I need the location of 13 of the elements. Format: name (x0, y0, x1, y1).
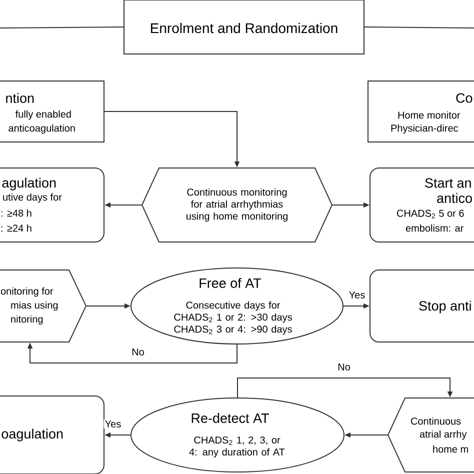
rounded-box: agulation utive days for : ≥48 h : ≥24 h (0, 168, 104, 242)
process-box: Enrolment and Randomization (124, 0, 364, 54)
edge-label: Yes (348, 290, 366, 300)
rounded-box: Stop anti (370, 270, 474, 342)
rounded-box: Start an antico CHADS$_{2}$ 5 or 6 embolism: ar (370, 168, 474, 242)
edge-label: No (336, 362, 352, 372)
edge-label: No (130, 348, 146, 356)
edge-label: Yes (104, 420, 122, 428)
rounded-box: oagulation (0, 396, 104, 474)
hexagon-box: onitoring for mias using nitoring (0, 270, 87, 342)
arrow (237, 378, 453, 398)
process-box: Co Home monitor Physician-direc (368, 80, 474, 142)
process-box: ntion fully enabled anticoagulation (0, 80, 104, 142)
